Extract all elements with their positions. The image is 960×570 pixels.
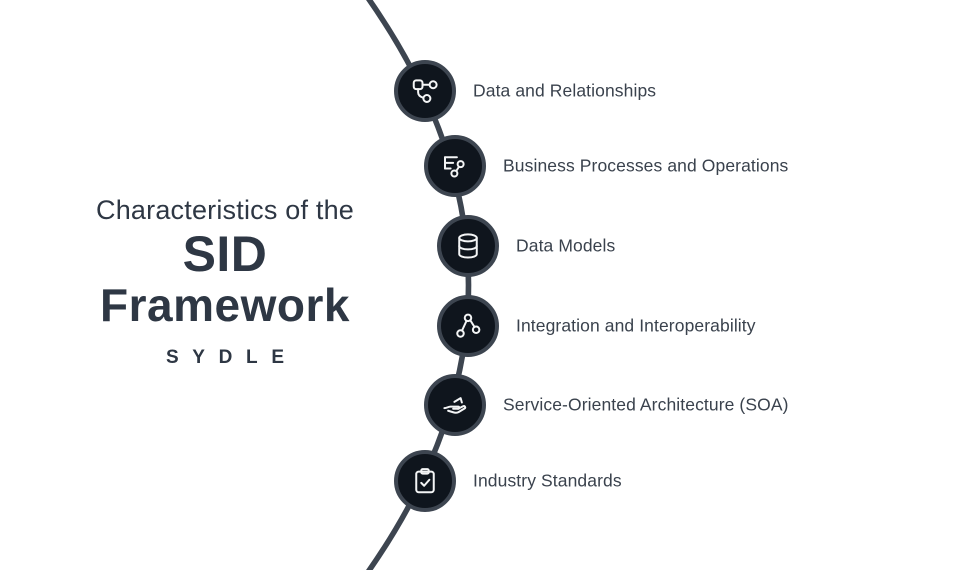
- node-circle: [424, 374, 486, 436]
- timeline-item-data-models: Data Models: [437, 215, 615, 277]
- sydle-logo: SYDLE: [165, 346, 298, 368]
- item-label: Data and Relationships: [473, 80, 657, 101]
- node-circle: [437, 295, 499, 357]
- title-framework: Framework: [100, 279, 350, 332]
- item-label: Integration and Interoperability: [516, 315, 756, 336]
- node-circle: [394, 60, 456, 122]
- timeline-item-soa: Service-Oriented Architecture (SOA): [424, 374, 788, 436]
- title-sid: SID: [182, 225, 268, 282]
- hierarchy-nodes-icon: [412, 79, 438, 103]
- clipboard-check-icon: [415, 468, 435, 494]
- hand-service-icon: [443, 397, 467, 414]
- share-network-icon: [456, 313, 481, 338]
- item-label: Service-Oriented Architecture (SOA): [503, 394, 789, 415]
- node-circle: [437, 215, 499, 277]
- timeline-item-integration: Integration and Interoperability: [437, 295, 756, 357]
- database-icon: [458, 233, 478, 259]
- node-circle: [394, 450, 456, 512]
- title-block: Characteristics of the SID Framework SYD…: [40, 194, 410, 369]
- title-subheading: Characteristics of the: [96, 195, 354, 225]
- timeline-item-data-relationships: Data and Relationships: [394, 60, 656, 122]
- item-label: Industry Standards: [473, 470, 622, 491]
- node-circle: [424, 135, 486, 197]
- process-document-icon: [444, 156, 465, 178]
- timeline-item-business-processes: Business Processes and Operations: [424, 135, 788, 197]
- item-label: Business Processes and Operations: [503, 155, 789, 176]
- item-label: Data Models: [516, 235, 616, 256]
- timeline-item-industry-standards: Industry Standards: [394, 450, 622, 512]
